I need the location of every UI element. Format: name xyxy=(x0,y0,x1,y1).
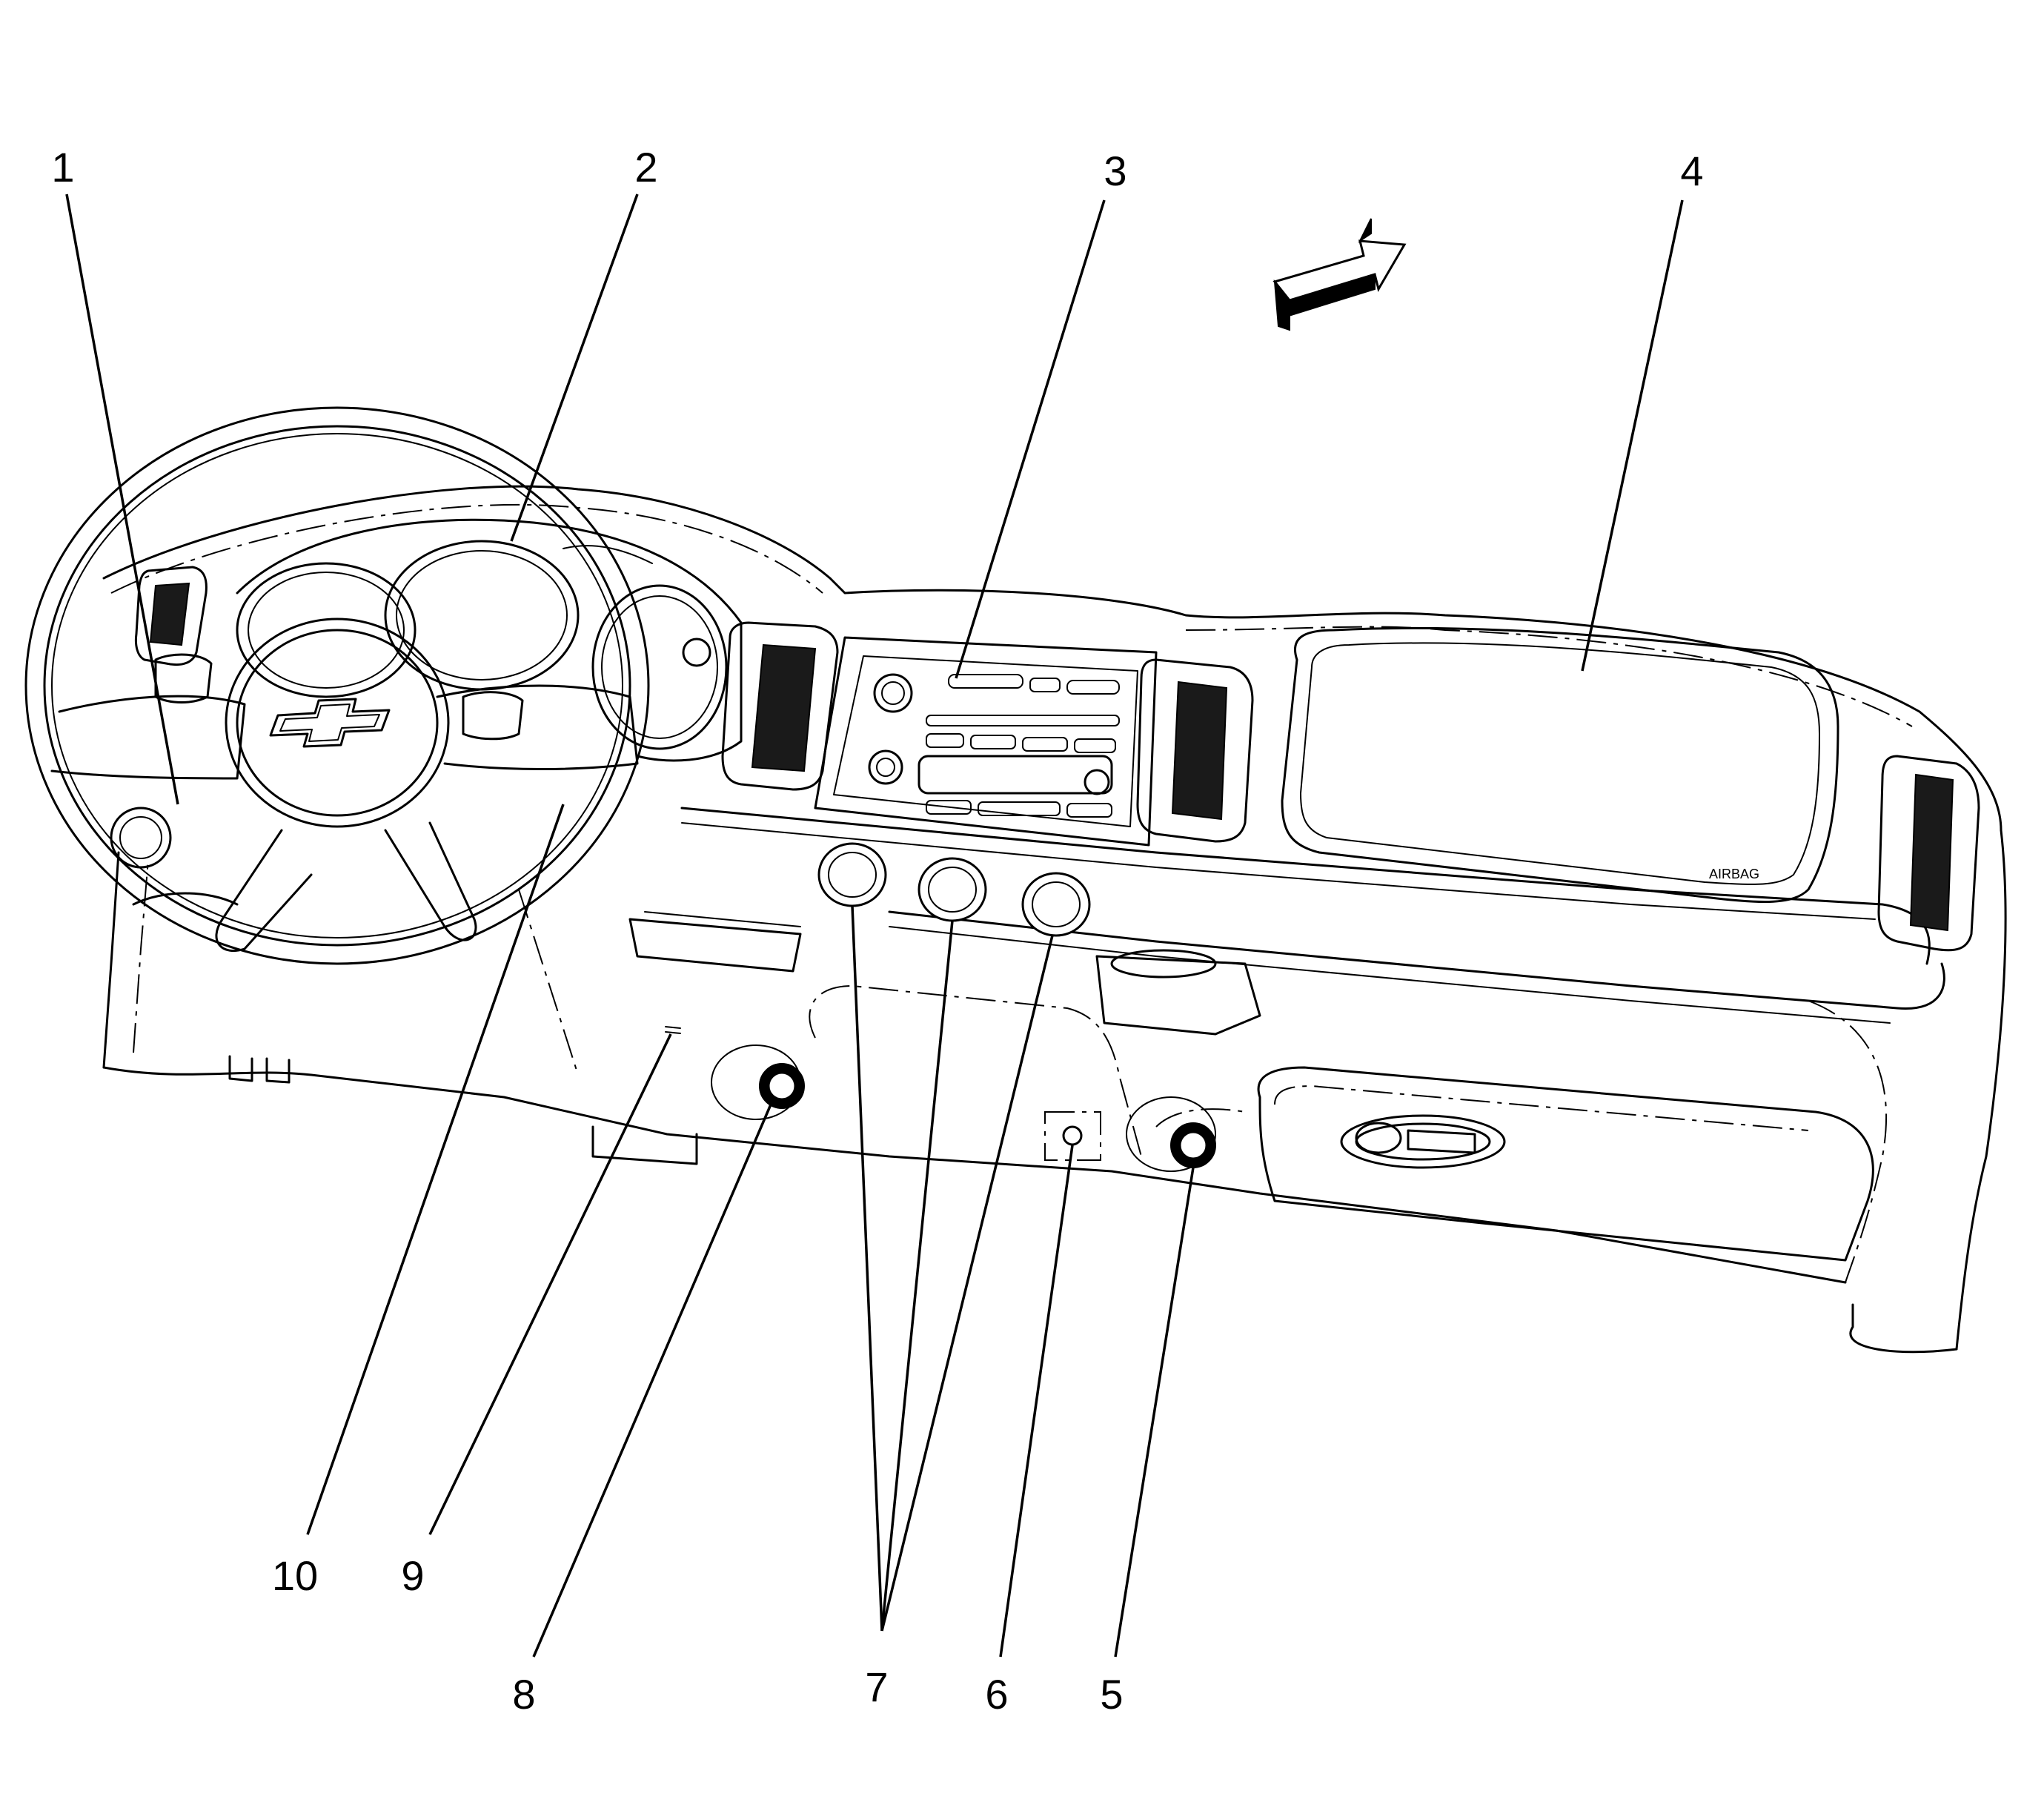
radio-and-hvac-controls xyxy=(814,636,1158,847)
forward-direction-arrow-icon xyxy=(1272,218,1407,331)
right-side-air-vent xyxy=(1877,755,1980,952)
leader-line-10 xyxy=(306,804,565,1535)
hvac-control-knobs xyxy=(817,842,1091,937)
leader-line-2 xyxy=(510,193,639,542)
mounting-tabs xyxy=(228,1055,698,1165)
callout-5: 5 xyxy=(1100,1671,1123,1718)
callout-7: 7 xyxy=(865,1663,888,1710)
callout-9: 9 xyxy=(401,1552,424,1599)
lower-left-pocket xyxy=(628,911,802,973)
leader-line-7b xyxy=(880,920,954,1632)
leader-line-9 xyxy=(428,1033,672,1535)
steering-wheel xyxy=(24,406,650,965)
instrument-cluster xyxy=(236,518,743,762)
chevrolet-bowtie-emblem-icon xyxy=(269,698,391,748)
glove-box xyxy=(1257,1066,1874,1262)
cupholder-assembly xyxy=(1095,949,1261,1036)
center-left-air-vent xyxy=(721,621,839,791)
callout-3: 3 xyxy=(1104,148,1126,194)
center-right-air-vent xyxy=(1136,658,1254,843)
leader-line-6 xyxy=(999,1145,1074,1658)
callout-1: 1 xyxy=(51,144,74,191)
left-lower-outlet xyxy=(711,1044,805,1120)
leader-lines xyxy=(65,193,1684,1658)
passenger-airbag-door: AIRBAG xyxy=(1281,626,1839,904)
left-side-air-vent xyxy=(134,566,208,666)
leader-line-7a xyxy=(851,905,883,1632)
small-label-marking xyxy=(665,1026,681,1034)
callout-6: 6 xyxy=(985,1671,1008,1718)
callout-8: 8 xyxy=(512,1671,535,1718)
small-sensor-location xyxy=(1044,1111,1101,1161)
leader-line-4 xyxy=(1581,199,1684,672)
callout-4: 4 xyxy=(1680,148,1703,194)
callout-labels: 1 2 3 4 5 6 7 8 9 10 xyxy=(51,144,1703,1718)
leader-line-7c xyxy=(880,935,1054,1632)
airbag-label-text: AIRBAG xyxy=(1709,867,1759,881)
leader-line-5 xyxy=(1114,1167,1195,1658)
instrument-panel-body xyxy=(102,485,2007,1354)
callout-10: 10 xyxy=(272,1552,318,1599)
leader-line-8 xyxy=(532,1104,772,1658)
leader-line-3 xyxy=(955,199,1106,679)
right-lower-outlet xyxy=(1126,1096,1216,1172)
leader-line-1 xyxy=(65,193,179,805)
callout-2: 2 xyxy=(634,144,657,191)
